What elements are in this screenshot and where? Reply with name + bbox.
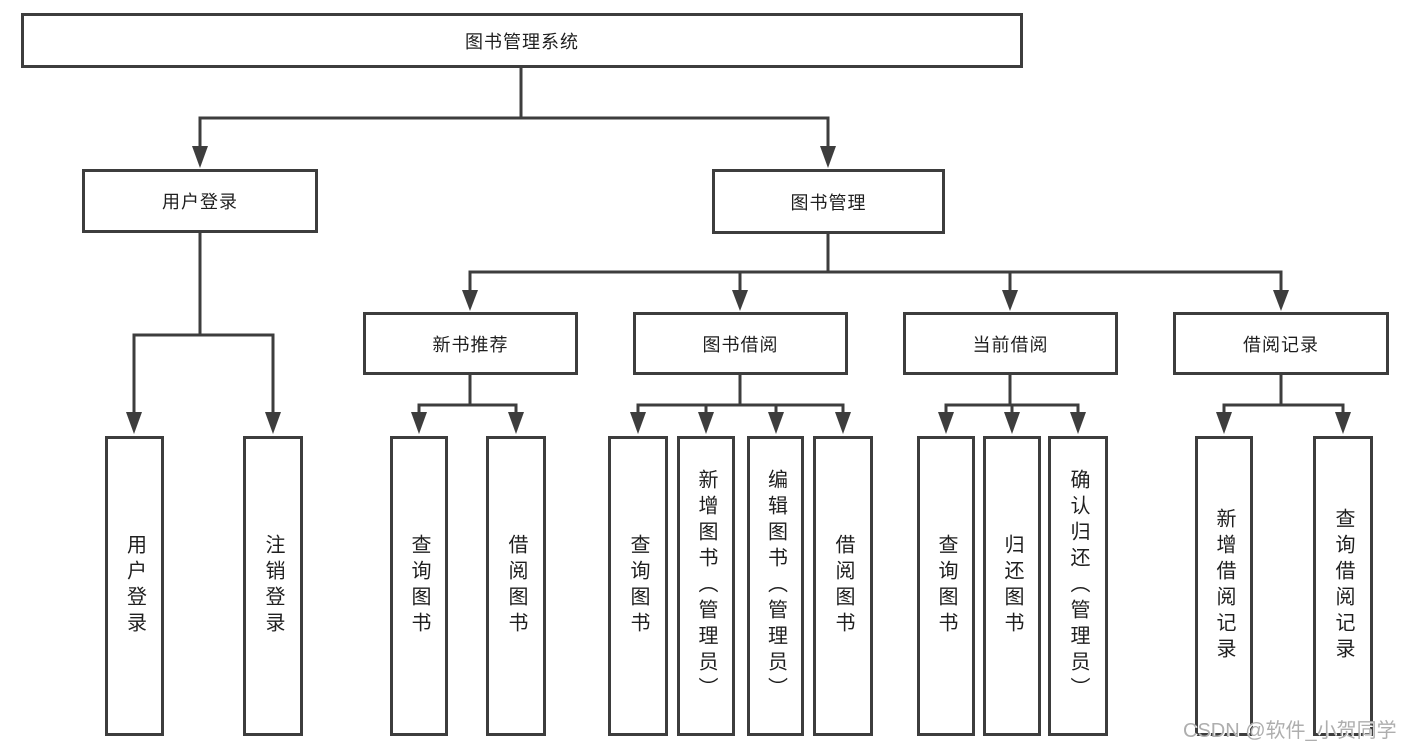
arrowhead-icon bbox=[938, 412, 954, 434]
node-user-login: 用户登录 bbox=[82, 169, 318, 233]
csdn-watermark: CSDN @软件_小贺同学 bbox=[1183, 720, 1397, 742]
leaf-logout: 注销登录 bbox=[243, 436, 303, 736]
arrowhead-icon bbox=[1335, 412, 1351, 434]
arrowhead-icon bbox=[698, 412, 714, 434]
leaf-record-query-borrow-record: 查询借阅记录 bbox=[1313, 436, 1373, 736]
arrowhead-icon bbox=[630, 412, 646, 434]
connector-current-borrow-to-leaves bbox=[944, 375, 1080, 414]
leaf-current-return-books: 归还图书 bbox=[983, 436, 1041, 736]
node-book-management: 图书管理 bbox=[712, 169, 945, 234]
leaf-record-add-borrow-record: 新增借阅记录 bbox=[1195, 436, 1253, 736]
connector-book-borrow-to-leaves bbox=[636, 375, 845, 414]
arrowhead-icon bbox=[192, 146, 208, 168]
arrowhead-icon bbox=[835, 412, 851, 434]
arrowhead-icon bbox=[126, 412, 142, 434]
leaf-current-query-books: 查询图书 bbox=[917, 436, 975, 736]
leaf-current-confirm-return-admin: 确认归还（管理员） bbox=[1048, 436, 1108, 736]
node-root-library-system: 图书管理系统 bbox=[21, 13, 1023, 68]
leaf-user-login: 用户登录 bbox=[105, 436, 164, 736]
leaf-borrow-edit-books-admin: 编辑图书（管理员） bbox=[747, 436, 804, 736]
arrowhead-icon bbox=[1070, 412, 1086, 434]
arrowhead-icon bbox=[1216, 412, 1232, 434]
node-book-borrow: 图书借阅 bbox=[633, 312, 848, 375]
arrowhead-icon bbox=[508, 412, 524, 434]
node-current-borrow: 当前借阅 bbox=[903, 312, 1118, 375]
arrowhead-icon bbox=[462, 290, 478, 311]
arrowhead-icon bbox=[265, 412, 281, 434]
node-new-book-recommend: 新书推荐 bbox=[363, 312, 578, 375]
leaf-newbook-query-books: 查询图书 bbox=[390, 436, 448, 736]
arrowhead-icon bbox=[1004, 412, 1020, 434]
arrowhead-icon bbox=[768, 412, 784, 434]
connector-new-book-to-leaves bbox=[417, 375, 518, 414]
leaf-borrow-add-books-admin: 新增图书（管理员） bbox=[677, 436, 735, 736]
connector-root-to-level2 bbox=[198, 68, 830, 148]
leaf-borrow-borrow-books: 借阅图书 bbox=[813, 436, 873, 736]
arrowhead-icon bbox=[732, 290, 748, 311]
arrowhead-icon bbox=[411, 412, 427, 434]
arrowhead-icon bbox=[1273, 290, 1289, 311]
leaf-borrow-query-books: 查询图书 bbox=[608, 436, 668, 736]
arrowhead-icon bbox=[820, 146, 836, 168]
connector-book-management-to-level3 bbox=[468, 234, 1283, 292]
arrowhead-icon bbox=[1002, 290, 1018, 311]
node-borrow-record: 借阅记录 bbox=[1173, 312, 1389, 375]
connector-borrow-record-to-leaves bbox=[1222, 375, 1345, 414]
connector-user-login-to-leaves bbox=[132, 233, 275, 414]
leaf-newbook-borrow-books: 借阅图书 bbox=[486, 436, 546, 736]
